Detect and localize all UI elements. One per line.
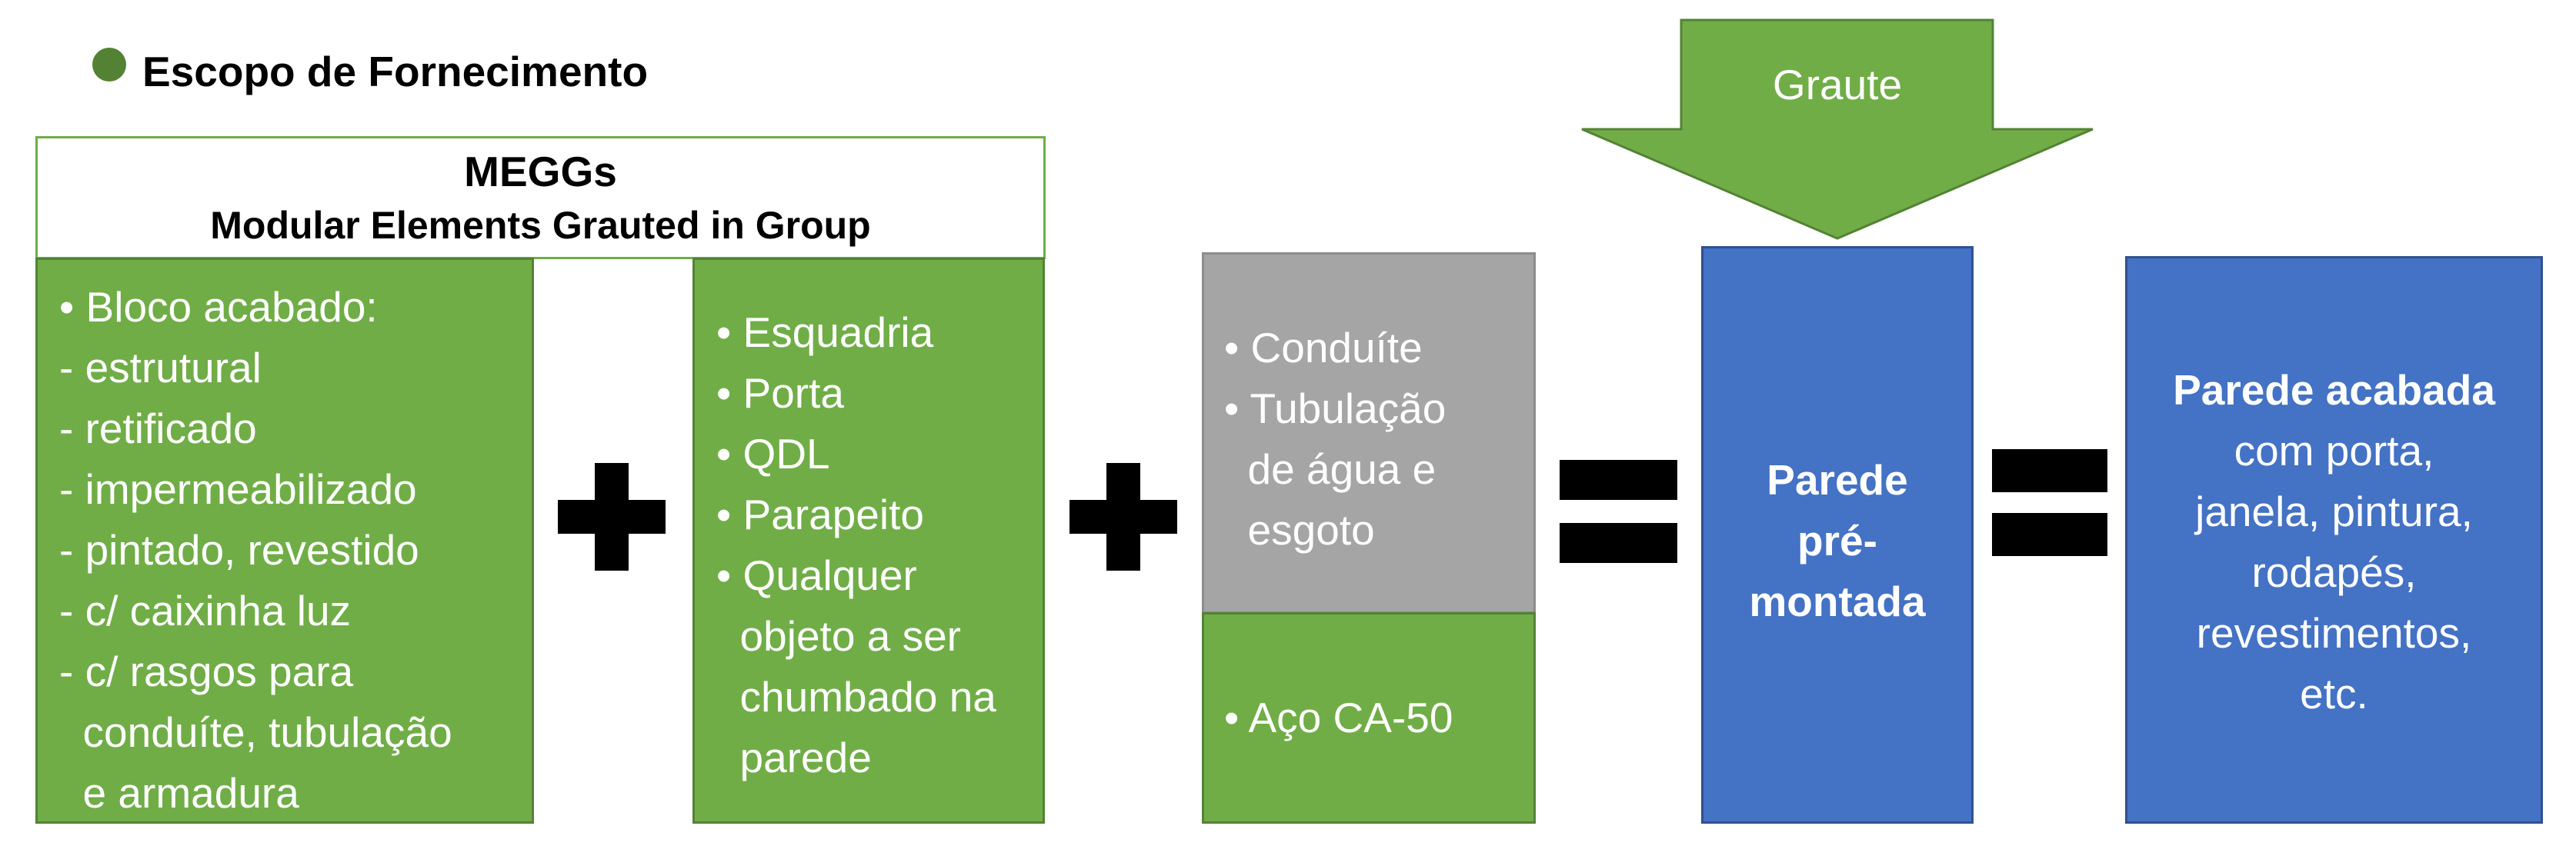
list-item: • Porta <box>716 369 844 417</box>
box-text-line: com porta, <box>2234 427 2434 475</box>
equals-icon <box>1992 449 2107 492</box>
equals-icon <box>1560 460 1677 500</box>
list-item: • Qualquer <box>716 551 917 599</box>
plus-icon-vertical <box>1106 463 1140 571</box>
list-item: objeto a ser <box>716 612 961 660</box>
list-item: chumbado na <box>716 673 996 721</box>
meggs-subtitle: Modular Elements Grauted in Group <box>210 204 871 247</box>
list-item: - impermeabilizado <box>59 465 417 513</box>
box-text-line: Parede <box>1767 456 1908 504</box>
list-item: • Aço CA-50 <box>1224 694 1453 741</box>
list-item: - retificado <box>59 405 257 452</box>
list-item: esgoto <box>1224 506 1375 554</box>
list-item: - estrutural <box>59 344 262 391</box>
meggs-title: MEGGs <box>464 148 617 195</box>
esquadria-box: • Esquadria • Porta • QDL • Parapeito • … <box>692 258 1045 824</box>
box-text-line: rodapés, <box>2251 548 2417 596</box>
bloco-acabado-box: • Bloco acabado: - estrutural - retifica… <box>35 258 534 824</box>
box-text-line: revestimentos, <box>2196 609 2472 657</box>
list-item: • Conduíte <box>1224 324 1423 371</box>
list-item: - pintado, revestido <box>59 526 419 574</box>
parede-acabada-box: Parede acabada com porta, janela, pintur… <box>2125 256 2543 824</box>
meggs-header: MEGGs Modular Elements Grauted in Group <box>35 136 1046 259</box>
list-item: • Tubulação <box>1224 385 1446 432</box>
equals-icon-lower <box>1560 523 1677 563</box>
list-item: • Esquadria <box>716 308 934 356</box>
list-item: e armadura <box>59 769 299 817</box>
list-item: • QDL <box>716 430 830 478</box>
list-item: parede <box>716 734 872 781</box>
box-text-line: janela, pintura, <box>2195 488 2473 535</box>
conduite-box: • Conduíte • Tubulação de água e esgoto <box>1202 252 1536 614</box>
list-item: conduíte, tubulação <box>59 708 452 756</box>
parede-pre-montada-box: Parede pré- montada <box>1701 246 1974 824</box>
down-arrow-icon <box>1581 18 2094 240</box>
page-title: Escopo de Fornecimento <box>142 48 649 95</box>
list-item: de água e <box>1224 445 1436 493</box>
equals-icon-lower <box>1992 513 2107 556</box>
list-item: • Parapeito <box>716 491 924 538</box>
list-item: • Bloco acabado: <box>59 283 378 331</box>
box-text-line: montada <box>1749 578 1926 625</box>
box-text-line: etc. <box>2300 670 2368 718</box>
box-title: Parede acabada <box>2173 366 2495 414</box>
bullet-dot-icon <box>92 48 126 82</box>
aco-box: • Aço CA-50 <box>1202 612 1536 824</box>
box-text-line: pré- <box>1797 517 1877 565</box>
graute-label: Graute <box>1772 61 1903 108</box>
plus-icon-vertical <box>595 463 629 571</box>
list-item: - c/ rasgos para <box>59 648 354 695</box>
list-item: - c/ caixinha luz <box>59 587 352 634</box>
